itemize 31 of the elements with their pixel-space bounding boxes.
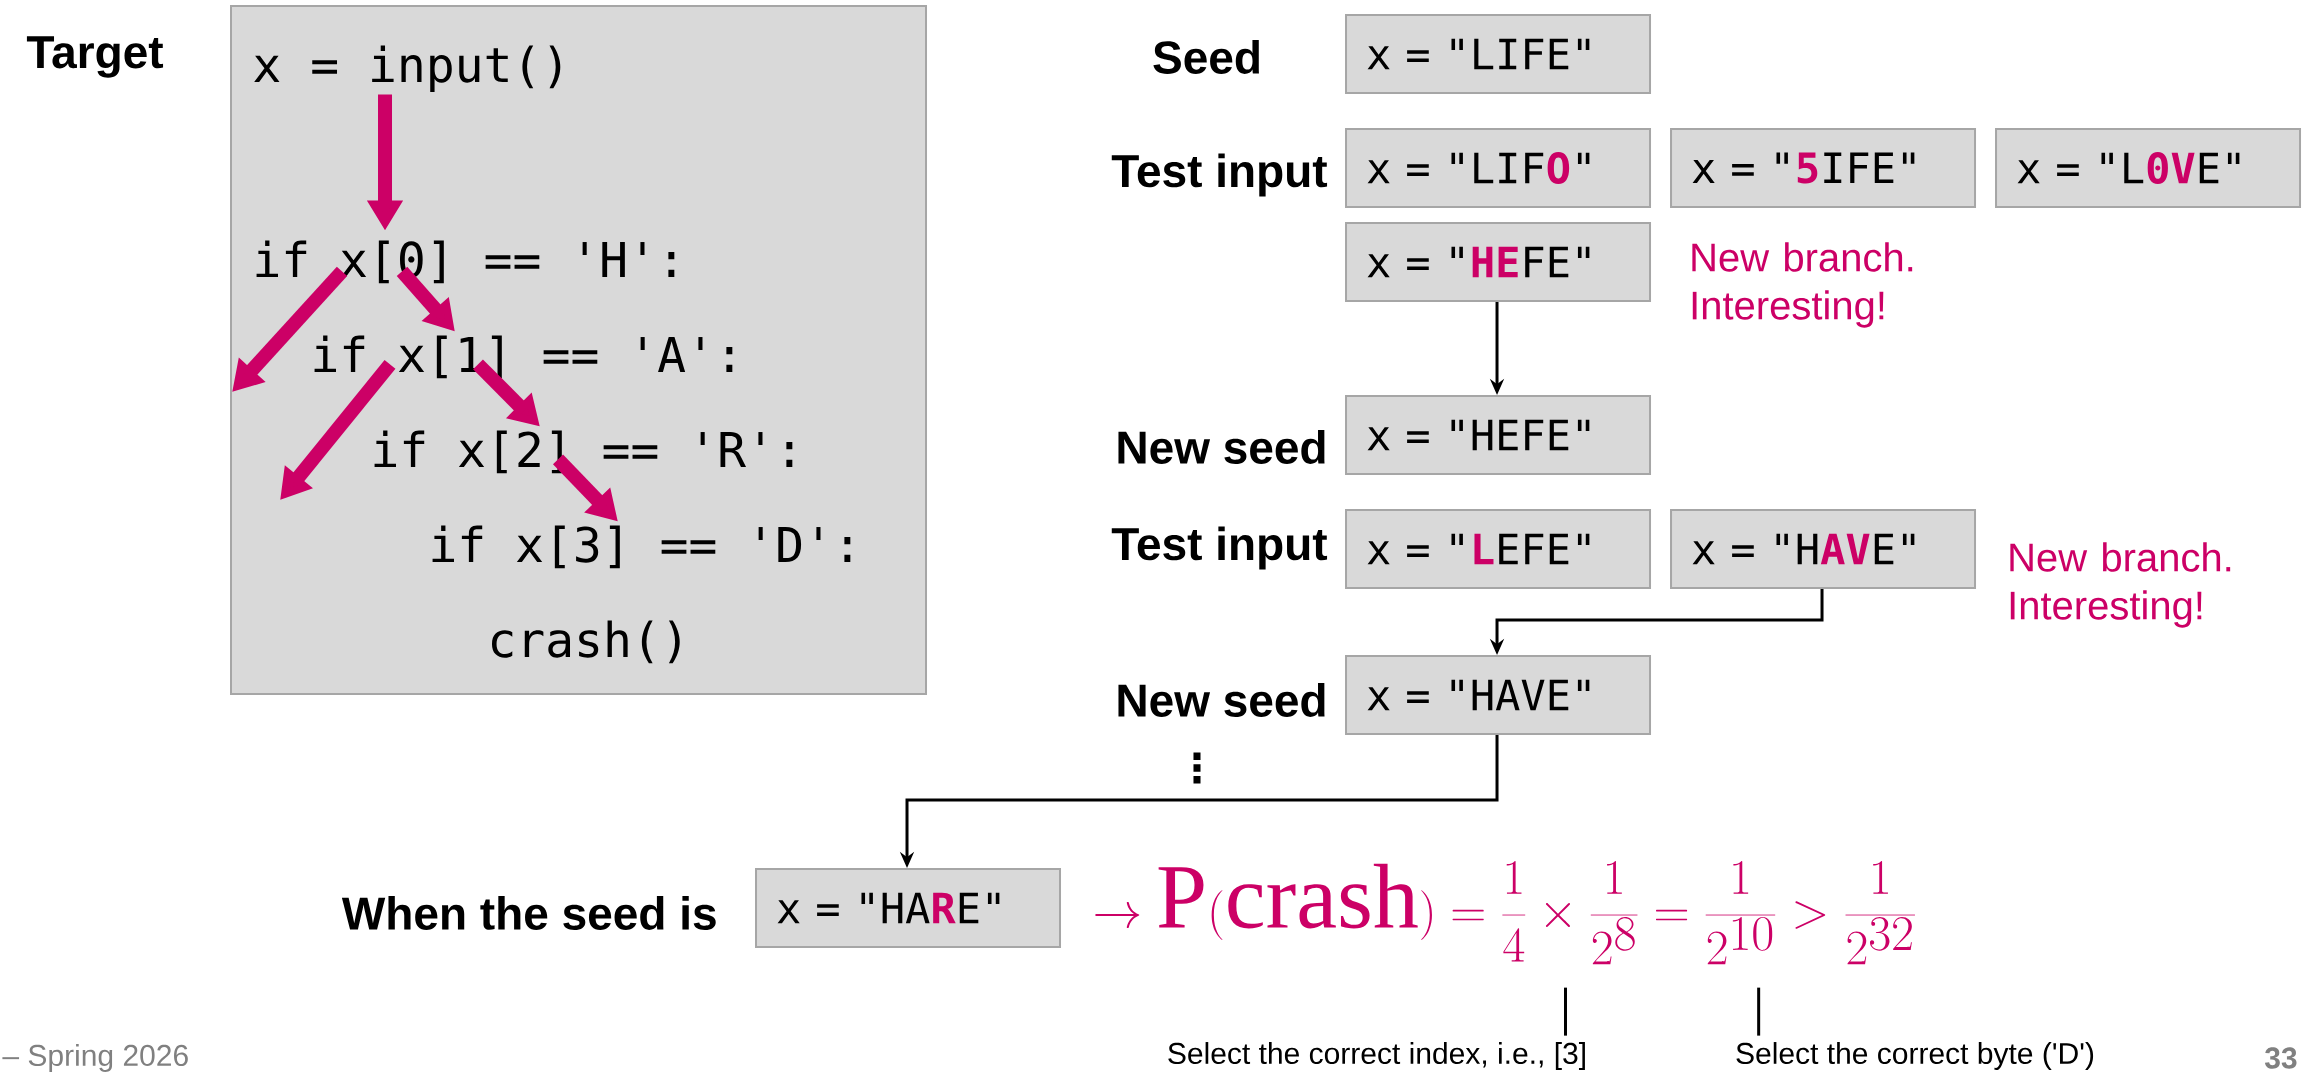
node-label: Target — [26, 36, 164, 78]
footer-text: – Spring 2026 — [2, 1044, 188, 1072]
input-box: x = "HARE" — [755, 868, 1061, 948]
code-line: if x[1] == 'A': — [314, 335, 733, 379]
code-line: if x[2] == 'R': — [374, 430, 793, 474]
leader-line — [1564, 987, 1567, 1036]
row-label: Seed — [1153, 40, 1259, 74]
input-box: x = "L0VE" — [1995, 128, 2302, 208]
formula: $\rightarrow \mathrm{P(crash)} = \frac{1}{4} \times \frac{1}{2^{8}} = \frac{1}{2^{10}} > \frac{1}{2^{32}}$ — [1095, 860, 1915, 965]
row-label: Test input — [1111, 153, 1328, 197]
annotation-text: New branch. Interesting! — [2010, 542, 2231, 628]
row-label: New seed — [1118, 683, 1325, 717]
code-line: if x[3] == 'D': — [432, 525, 851, 569]
input-box: x = "5IFE" — [1670, 128, 1976, 208]
input-box: x = "HEFE" — [1345, 222, 1651, 302]
annotation-text: Select the correct byte ('D') — [1736, 1042, 2094, 1070]
input-box: x = "HAVE" — [1345, 655, 1651, 735]
input-box: x = "LIFE" — [1345, 14, 1651, 94]
page-number: 33 — [2264, 1047, 2297, 1069]
annotation-text: New branch. Interesting! — [1692, 242, 1913, 328]
annotation-text: Select the correct index, i.e., [3] — [1168, 1042, 1585, 1070]
leader-line — [1757, 987, 1761, 1036]
input-box: x = "LIFO" — [1345, 128, 1651, 208]
input-box: x = "HEFE" — [1345, 395, 1651, 475]
row-label: Test input — [1111, 526, 1328, 570]
input-box: x = "LEFE" — [1345, 509, 1651, 589]
code-line: x = input() — [254, 45, 561, 92]
row-label: New seed — [1118, 430, 1325, 464]
code-line: crash() — [492, 620, 680, 664]
ellipsis: ⋮ — [1193, 752, 1201, 784]
input-box: x = "HAVE" — [1670, 509, 1976, 589]
